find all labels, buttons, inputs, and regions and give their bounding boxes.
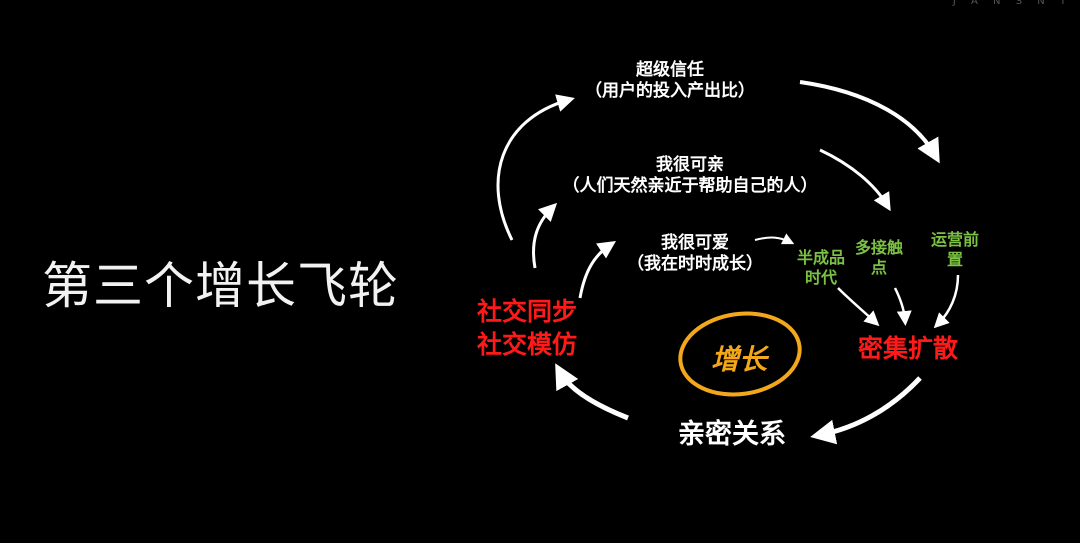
arrow-middle-left [532, 202, 558, 269]
node-ops-forward: 运营前 置 [922, 230, 988, 270]
watermark-logo: J A N S N T [952, 0, 1072, 7]
node-more-contact-line2: 点 [870, 258, 887, 277]
node-semi-finished-line1: 半成品 [796, 248, 845, 267]
arrow-outer-right [799, 80, 940, 164]
growth-ring [678, 311, 802, 397]
node-social-sync: 社交同步 社交模仿 [462, 296, 592, 361]
arrow-spread-to-intimate [810, 376, 922, 445]
node-very-approachable-title: 我很可亲 [656, 155, 724, 175]
node-ops-forward-line1: 运营前 [930, 230, 979, 249]
node-semi-finished-line2: 时代 [804, 268, 837, 287]
growth-center-label: 增长 [710, 343, 767, 376]
node-intimate-relation: 亲密关系 [678, 419, 786, 450]
node-ops-forward-line2: 置 [946, 250, 963, 269]
arrow-outer-left [496, 94, 575, 241]
arrow-middle-right [819, 148, 891, 212]
node-super-trust-desc: （用户的投入产出比） [585, 81, 755, 102]
arrow-inner-right [754, 233, 795, 245]
node-very-lovable-title: 我很可爱 [661, 233, 729, 253]
node-semi-finished: 半成品 时代 [788, 248, 854, 288]
slide-title: 第三个增长飞轮 [42, 257, 399, 315]
arrow-green-3 [933, 274, 960, 329]
node-social-sync-line2: 社交模仿 [476, 329, 577, 359]
node-very-approachable-desc: （人们天然亲近于帮助自己的人） [562, 176, 818, 197]
node-dense-spread: 密集扩散 [857, 334, 958, 363]
node-more-contact-line1: 多接触 [854, 238, 903, 257]
node-social-sync-line1: 社交同步 [476, 297, 577, 326]
node-very-approachable: 我很可亲 （人们天然亲近于帮助自己的人） [545, 155, 835, 198]
node-very-lovable-desc: （我在时时成长） [627, 254, 763, 275]
arrow-green-2 [893, 287, 912, 326]
arrow-inner-left [578, 241, 616, 299]
arrow-green-1 [837, 287, 880, 327]
arrow-intimate-to-social [555, 363, 629, 421]
node-very-lovable: 我很可爱 （我在时时成长） [615, 233, 775, 276]
node-super-trust-title: 超级信任 [636, 60, 704, 80]
node-super-trust: 超级信任 （用户的投入产出比） [575, 60, 765, 103]
node-more-contact: 多接触 点 [846, 238, 912, 278]
